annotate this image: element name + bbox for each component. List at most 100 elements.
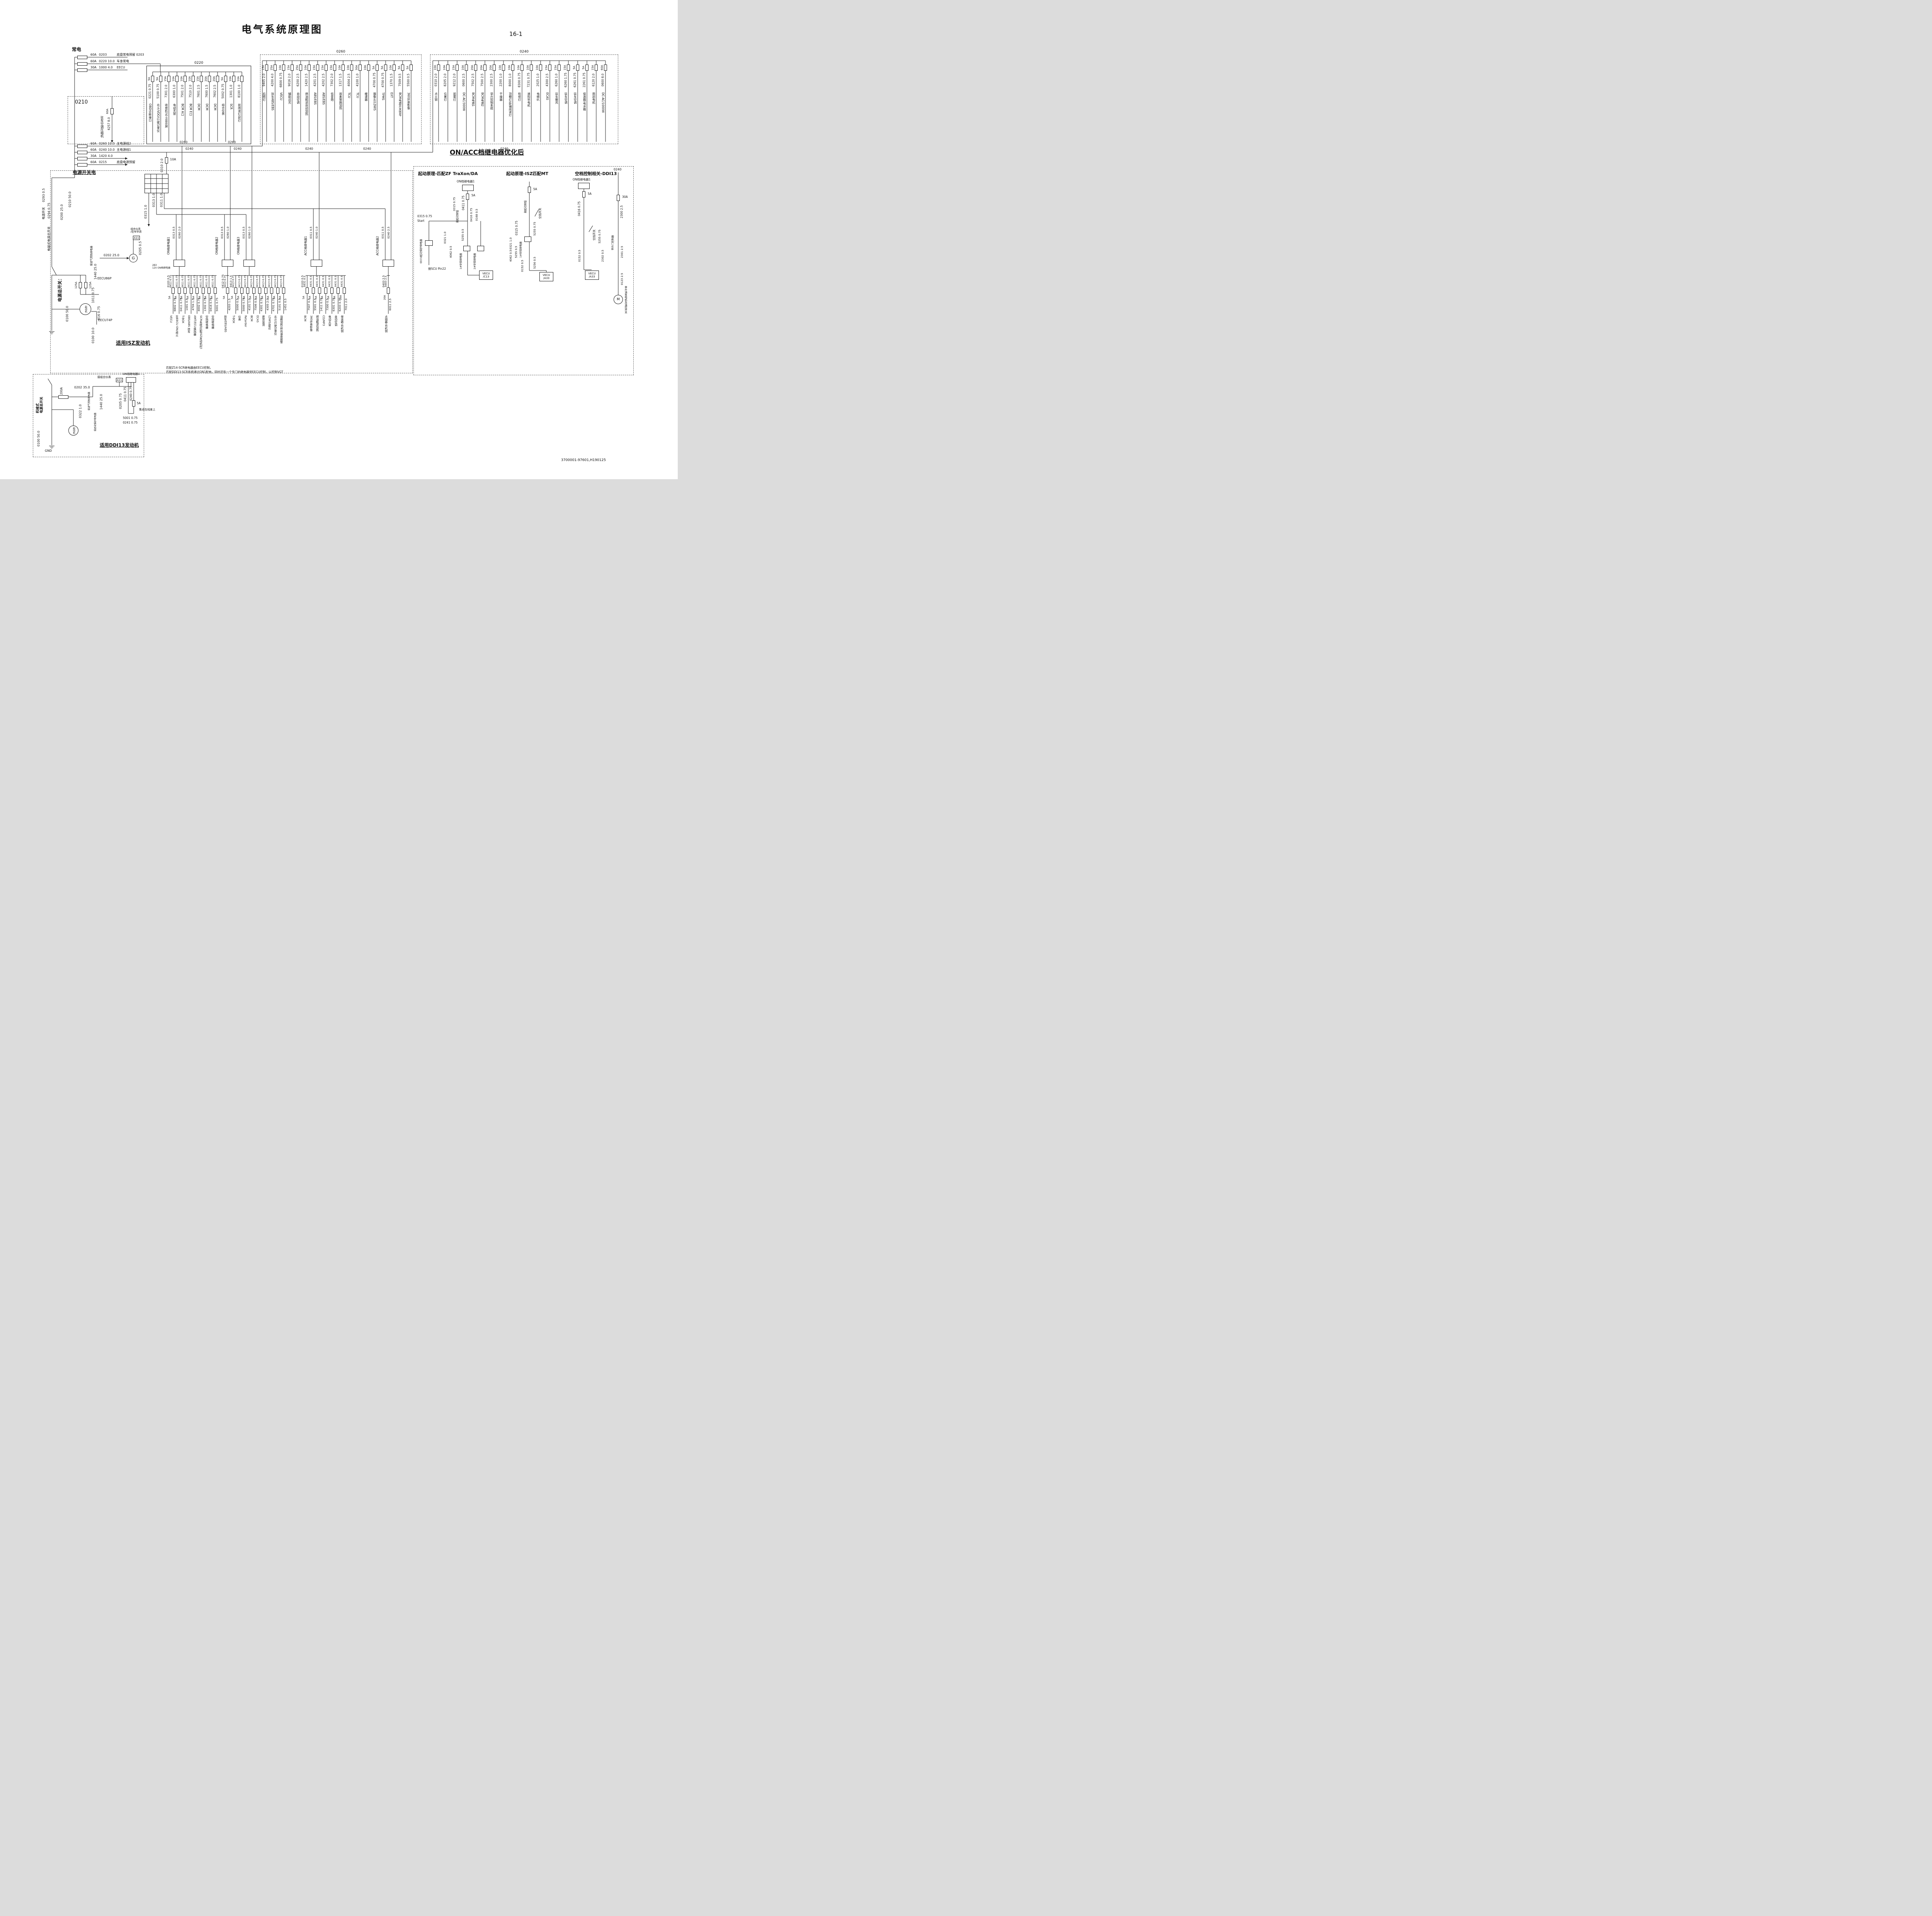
main_power-rows-0-wire: 0260 10.0 xyxy=(99,142,115,145)
relay_groups-0-columns-5-amp: 5A xyxy=(197,296,201,299)
optimized-sub1-aux_btn: 副起动按钮 xyxy=(456,210,459,223)
isz-w1011: 1011 0.75 xyxy=(91,287,95,303)
relay_groups-3-columns-6-wire: 7011 2.0 xyxy=(344,298,348,311)
box0260-columns-13-wire: 4700 0.75 xyxy=(372,72,376,88)
relay_groups-3-columns-2-amp: 5A xyxy=(314,296,318,299)
ddi13-w0202: 0202 35.0 xyxy=(74,386,90,389)
isz-section-box xyxy=(50,170,413,373)
relay_groups-3-columns-0-wire: 7507 0.5 xyxy=(307,298,311,311)
box0240-columns-17-amp: 15A xyxy=(591,65,594,70)
box0220-columns-8-amp: 20A xyxy=(212,76,216,82)
relay_groups-2-columns-2-amp: 5A xyxy=(242,296,246,299)
box0240-columns-14-load: 驻车空调 xyxy=(564,92,568,104)
isz-w0294: 0294 0.75 xyxy=(47,202,51,219)
isz-preheat: 接进气预热继电器 xyxy=(90,246,93,266)
fuse-icon xyxy=(282,65,285,71)
main_power-bus_labels-b0240: 0240 xyxy=(363,147,371,151)
fuse-icon xyxy=(325,65,328,71)
relay_groups-0-columns-4-load: AMT/ECU换挡器 xyxy=(193,315,197,336)
relay_groups.3.columns.5-branch: 0431 0.5 xyxy=(334,276,337,287)
isz-f125a: 125A xyxy=(74,281,78,289)
box0260-columns-8-wire: 7302 2.0 xyxy=(330,73,334,87)
starter-motor-icon: 起动机 xyxy=(68,425,78,436)
box0220-columns-11-load: 前阅读灯/射灯 xyxy=(238,104,242,122)
relay_groups-4-columns-0-load: 点烟器-司机侧 xyxy=(384,315,388,333)
fuse-icon xyxy=(576,65,579,71)
relay_groups-2-columns-6-wire: 4701 0.75 xyxy=(272,298,275,311)
relay_groups-0-columns-3-load: EBS/ABS 挂车 xyxy=(187,315,191,334)
main_power-bus_labels-b0240: 0240 xyxy=(500,147,509,151)
box0240-columns-4-amp: 20A xyxy=(470,65,474,70)
box0220-columns-11-wire: 8100 1.0 xyxy=(237,85,241,98)
box0240-columns-1-load: 位置灯 xyxy=(444,92,447,101)
relay_groups-2-columns-4-load: ECAS xyxy=(256,315,259,323)
ddi13-relay: ON档继电器1 xyxy=(123,373,140,376)
relay_groups-3-columns-2-wire: 1411 0.75 xyxy=(320,298,323,311)
optimized-sub2-aux_btn: 副起动按钮 xyxy=(524,200,527,213)
box0260-columns-11-wire: 4100 1.0 xyxy=(355,73,359,87)
box0240-columns-2-wire: 9212 2.0 xyxy=(452,73,456,87)
main_power-bus_labels-b0240: 0240 xyxy=(233,147,242,151)
fuse-icon xyxy=(312,288,315,294)
box0260-columns-17-load: 360环景影像 xyxy=(407,92,411,110)
relay_groups-2-columns-0-amp: 5A xyxy=(230,296,234,299)
fuse-icon xyxy=(511,65,514,71)
relay_groups-0-columns-2-amp: 5A xyxy=(180,296,183,299)
relay_groups.2.columns.4-branch: 0413 0.75 xyxy=(255,275,259,288)
relay_groups.2.columns.2-branch: 0413 0.75 xyxy=(243,275,247,288)
box0260-columns-4-amp: 25A xyxy=(295,65,299,70)
fuse-icon xyxy=(350,65,353,71)
box0240-columns-15-amp: 5A xyxy=(572,66,576,70)
box0240-id: 0240 xyxy=(520,49,529,54)
box0240-columns-0-amp: 10A xyxy=(433,65,437,70)
fuse-icon xyxy=(343,288,346,294)
box0240-columns-0-load: 点火锁 xyxy=(434,92,438,101)
fuse-icon xyxy=(200,76,203,82)
relay_groups.0.columns.5-branch: 0411 0.75 xyxy=(199,275,202,288)
box0240-columns-14-wire: 6260 1.75 xyxy=(564,72,568,88)
main_power-bus_labels-b0260: 0260 xyxy=(179,140,188,144)
power-switch-title: 电源开关电 xyxy=(73,170,96,175)
relay_groups.3.columns.4-branch: 0431 0.5 xyxy=(328,276,331,287)
box0210-wire: 6257 8.0 xyxy=(107,117,111,130)
relay_groups-2-supply_wire: 0260 1.0 xyxy=(248,226,251,239)
relay_groups-3-columns-3-amp: 5A xyxy=(320,296,324,299)
ddi13-w1440: 1440 25.0 xyxy=(99,394,103,410)
relay_groups-3-columns-4-load: 电动天窗 xyxy=(328,315,332,326)
ignition-fuse_amp: 10A xyxy=(170,158,176,161)
relay_groups-0-columns-6-load: 空挡继电器 xyxy=(205,315,209,329)
relay_groups-2-columns-3-amp: 5A xyxy=(248,296,252,299)
box0260-columns-0-amp: 15A xyxy=(261,65,265,70)
fuse-icon xyxy=(306,288,309,294)
fuse-icon xyxy=(483,65,486,71)
fuse-icon xyxy=(548,65,551,71)
relay_groups-0-columns-7-amp: 5A xyxy=(209,296,213,299)
relay_groups-4-coil_wire: 0311 0.5 xyxy=(381,226,384,239)
relay_groups-2-columns-7-load: 北斗/行驶记录仪 xyxy=(274,315,277,335)
box0240-columns-10-load: 遮阳帘电机 xyxy=(527,92,531,107)
relay_groups-2-columns-7-amp: 5A xyxy=(272,296,276,299)
optimized-sub1-w0411: 0411 0.75 xyxy=(461,195,465,211)
box0240-columns-3-amp: 10A xyxy=(461,65,464,70)
fuse-icon xyxy=(384,65,387,71)
relay_groups-2-columns-2-load: Retarder xyxy=(244,315,247,327)
optimized-sub2-n1: 1#空挡继电器 xyxy=(519,241,522,258)
box0220-id: 0220 xyxy=(194,61,203,65)
fuse-icon xyxy=(77,68,87,72)
relay_groups-2-columns-6-load: LDWS/雷达 xyxy=(268,315,271,330)
fuse-icon xyxy=(264,288,267,294)
box0260-id: 0260 xyxy=(336,49,345,54)
main_power-rows-1-wire: 0240 10.0 xyxy=(99,148,115,151)
box0260-columns-2-wire: 6800 0.75 xyxy=(279,72,283,88)
optimized-sub1-n1: 1#空挡继电器 xyxy=(459,253,463,270)
relay-icon xyxy=(463,246,470,251)
fuse-icon xyxy=(539,65,542,71)
main_power-bus_labels-b0260: 0260 xyxy=(228,140,236,144)
optimized-sub3-f30: 30A xyxy=(622,195,628,199)
box0220-columns-5-load: BCM E口 xyxy=(189,104,193,116)
fuse-icon xyxy=(234,288,237,294)
fuse-icon xyxy=(558,65,561,71)
fuse-icon xyxy=(333,65,336,71)
fuse-icon xyxy=(77,56,87,59)
relay_groups.3.columns.3-branch: 0431 0.5 xyxy=(321,276,325,287)
